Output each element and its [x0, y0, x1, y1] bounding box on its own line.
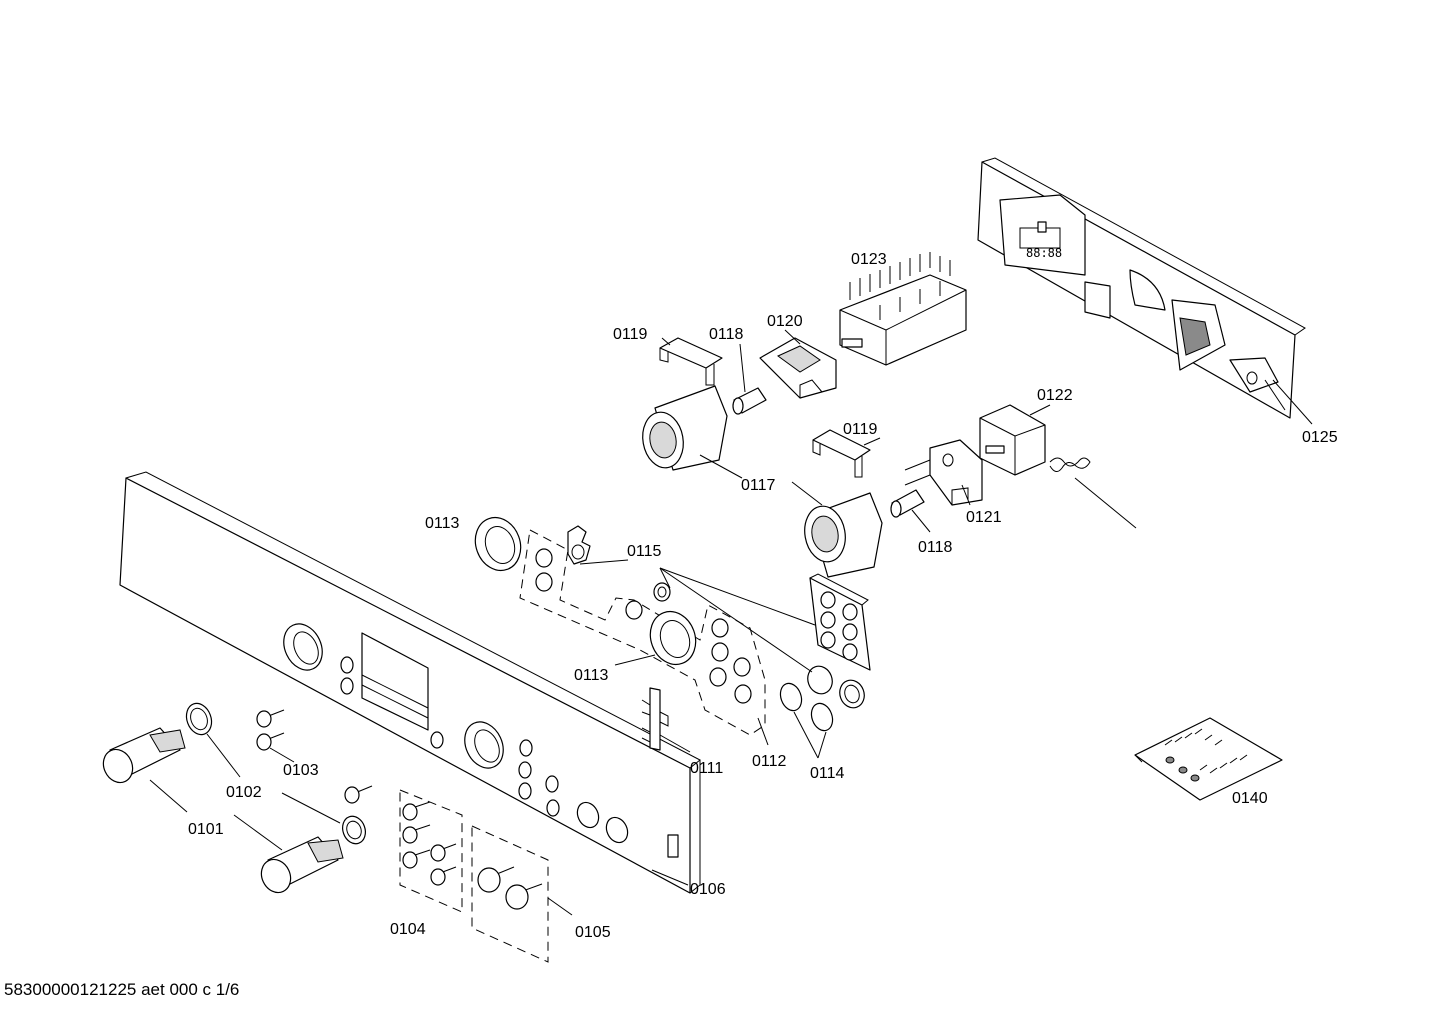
- large-ring-lower: [649, 610, 697, 666]
- push-button-set-0105: [471, 825, 549, 963]
- push-button-set-0104: [399, 789, 463, 913]
- spring-clip-group-0115: [567, 525, 671, 602]
- selector-switch: [839, 252, 967, 366]
- shaft-coupling-lower: [890, 489, 925, 518]
- document-id-footer: 58300000121225 aet 000 c 1/6: [4, 980, 240, 999]
- retaining-clip-lower: [812, 429, 871, 478]
- large-ring-upper: [474, 516, 522, 572]
- push-button-set-0103: [256, 709, 373, 804]
- knob-ring-lower: [342, 815, 366, 845]
- callout-0101: 0101: [188, 821, 224, 838]
- callout-labels: 0101 0102 0103 0104 0105 0106 0111 0112 …: [188, 251, 1338, 941]
- callout-0104: 0104: [390, 921, 426, 938]
- thermostat-holder: [904, 439, 983, 506]
- electronic-control-module: 88:88: [977, 157, 1306, 419]
- callout-0121: 0121: [966, 509, 1002, 526]
- button-frame-group-0112: [519, 529, 766, 736]
- leader-lines: [149, 329, 1313, 916]
- callout-0119-upper: 0119: [613, 326, 648, 343]
- knob-lower: [260, 836, 344, 894]
- display-readout: 88:88: [1026, 246, 1062, 260]
- callout-0120: 0120: [767, 313, 803, 330]
- callout-0123: 0123: [851, 251, 887, 268]
- callout-0112: 0112: [752, 753, 787, 770]
- callout-0119-lower: 0119: [843, 421, 878, 438]
- callout-0105: 0105: [575, 924, 611, 941]
- knob-housing-upper: [642, 385, 728, 471]
- callout-0102: 0102: [226, 784, 262, 801]
- callout-0140: 0140: [1232, 790, 1268, 807]
- button-mat: [809, 573, 871, 671]
- callout-0106: 0106: [690, 881, 726, 898]
- retaining-clip-upper: [659, 337, 723, 386]
- callout-0125: 0125: [1302, 429, 1338, 446]
- knob-upper: [102, 727, 186, 784]
- callout-0113-upper: 0113: [425, 515, 460, 532]
- callout-0118-lower: 0118: [918, 539, 953, 556]
- callout-0114: 0114: [810, 765, 845, 782]
- callout-0117: 0117: [741, 477, 776, 494]
- callout-0103: 0103: [283, 762, 319, 779]
- callout-0122: 0122: [1037, 387, 1073, 404]
- callout-0118-upper: 0118: [709, 326, 744, 343]
- knob-housing-lower: [804, 492, 883, 578]
- shaft-coupling-upper: [732, 387, 767, 415]
- mounting-bracket: [641, 687, 669, 751]
- switch-carrier: [759, 337, 837, 399]
- control-panel-fascia: [119, 471, 701, 894]
- knob-ring-upper: [185, 702, 213, 736]
- thermostat: [979, 404, 1137, 529]
- callout-0115: 0115: [627, 543, 662, 560]
- callout-0113-lower: 0113: [574, 667, 609, 684]
- callout-0111: 0111: [690, 760, 723, 777]
- screw-kit-bag: [1134, 717, 1283, 801]
- light-rings-0114: [779, 665, 865, 732]
